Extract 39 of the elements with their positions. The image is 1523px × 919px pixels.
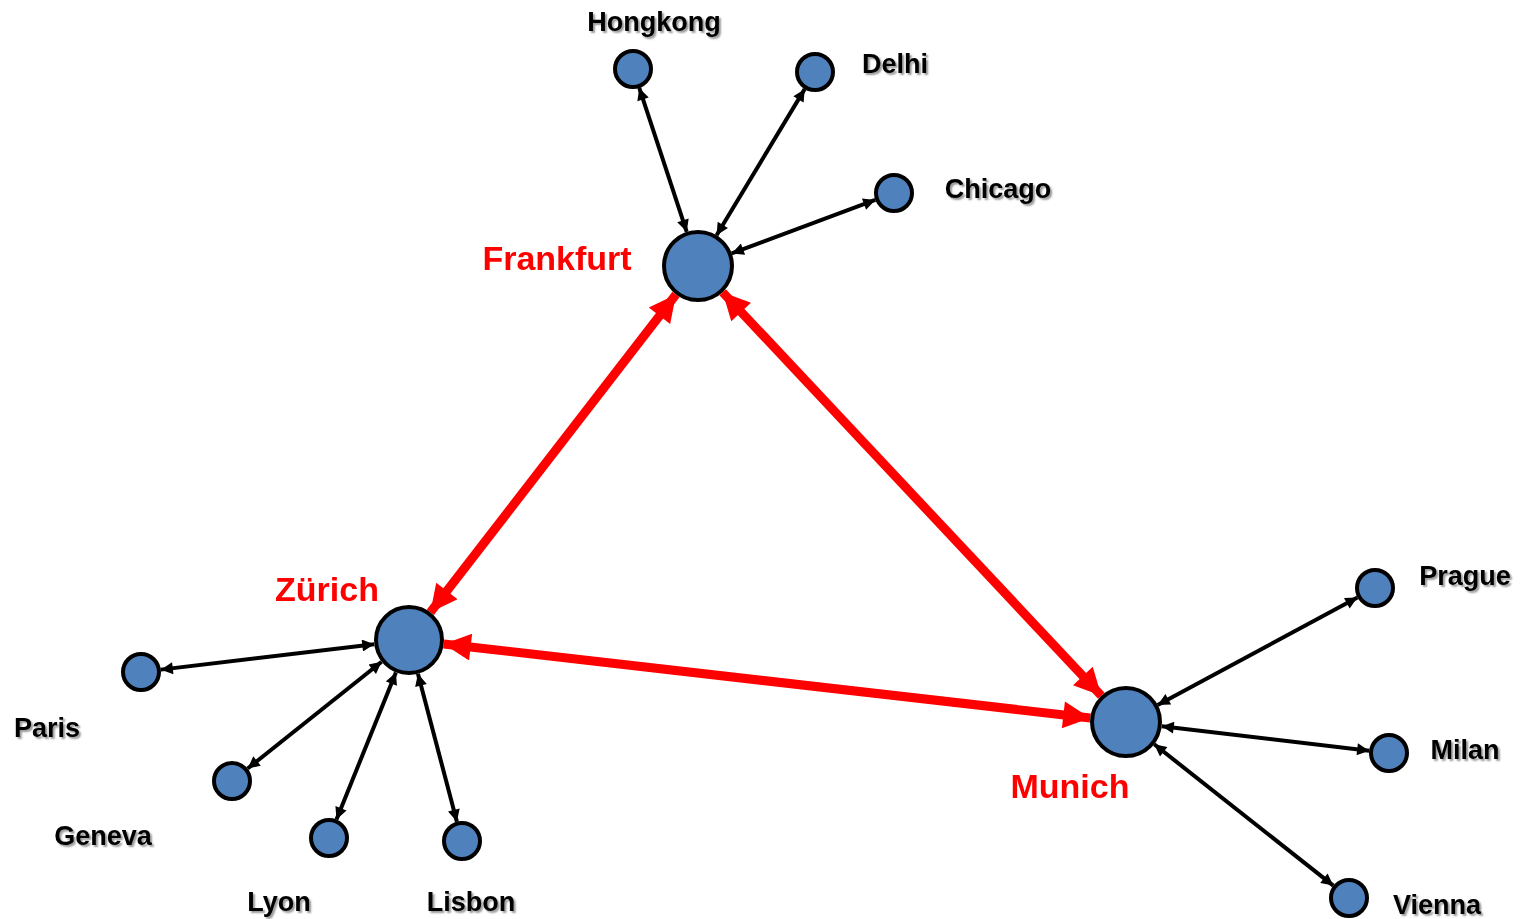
arrow <box>415 673 460 823</box>
city-circle <box>795 52 835 92</box>
city-circle <box>874 173 914 213</box>
city-label: Chicago <box>944 173 1052 205</box>
city-circle <box>121 652 161 692</box>
arrow <box>719 289 1105 699</box>
arrow <box>1156 595 1359 707</box>
arrow <box>1161 721 1370 756</box>
city-label: Prague <box>1419 560 1511 592</box>
city-circle <box>212 761 252 801</box>
city-label: Munich <box>1010 766 1130 806</box>
city-circle <box>442 821 482 861</box>
hub-circle <box>1090 686 1162 758</box>
arrow <box>714 88 807 237</box>
city-label: Vienna <box>1393 889 1481 919</box>
city-label: Delhi <box>862 48 928 80</box>
arrow <box>426 291 680 616</box>
city-label: Frankfurt <box>482 238 632 278</box>
arrow <box>246 660 383 771</box>
city-label: Paris <box>13 712 81 744</box>
arrow <box>334 671 398 821</box>
city-circle <box>613 49 653 89</box>
city-circle <box>309 818 349 858</box>
arrow <box>637 87 689 233</box>
arrow <box>160 639 375 675</box>
hub-circle <box>662 230 734 302</box>
city-circle <box>1329 878 1369 918</box>
city-label: Hongkong <box>587 6 721 38</box>
city-circle <box>1355 568 1395 608</box>
city-label: Lisbon <box>426 886 516 918</box>
arrow <box>1153 742 1335 888</box>
arrow <box>443 633 1091 729</box>
hub-circle <box>374 605 444 675</box>
city-label: Lyon <box>247 886 311 918</box>
city-label: Geneva <box>54 820 152 852</box>
city-circle <box>1369 733 1409 773</box>
city-label: Zürich <box>275 569 379 609</box>
city-label: Milan <box>1430 734 1500 766</box>
arrow <box>731 198 876 256</box>
